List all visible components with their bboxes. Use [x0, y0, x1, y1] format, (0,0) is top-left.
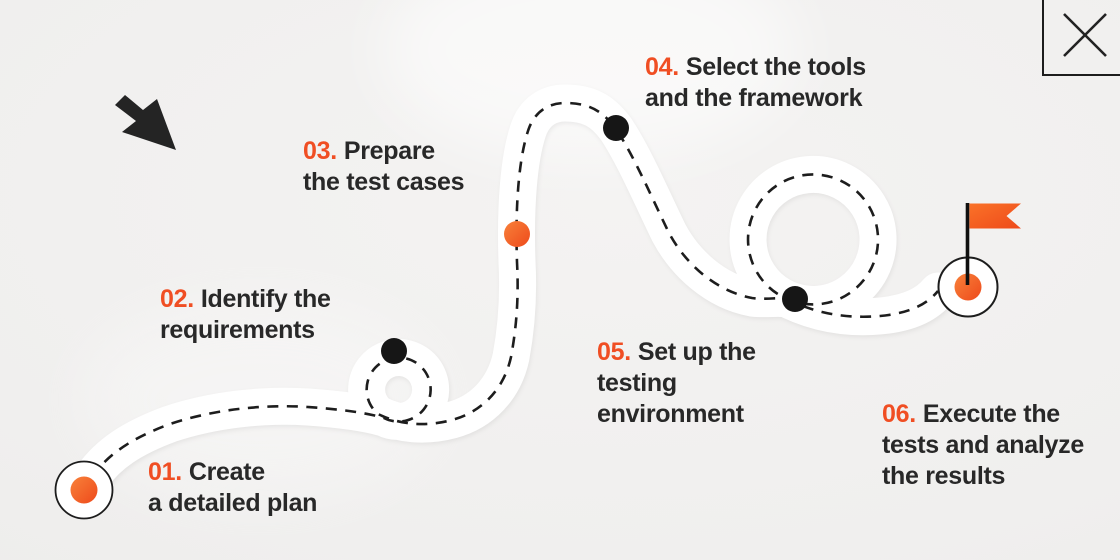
step-label-04: 04.Select the tools and the framework	[645, 52, 866, 114]
step-text: Execute the	[922, 400, 1060, 428]
step-text: and the framework	[645, 84, 863, 112]
step-number: 04.	[645, 53, 679, 81]
close-button[interactable]	[1042, 0, 1120, 76]
step-line: requirements	[160, 315, 331, 346]
step-text: testing	[597, 369, 677, 397]
step-text: requirements	[160, 316, 315, 344]
close-icon	[1063, 13, 1107, 57]
start-marker-dot	[70, 476, 98, 504]
step-text: Prepare	[343, 137, 435, 165]
step-text: a detailed plan	[148, 489, 318, 517]
step-line: 02.Identify the	[160, 284, 331, 315]
step-text: Set up the	[637, 338, 756, 366]
step-text: Select the tools	[685, 53, 866, 81]
step-label-01: 01.Create a detailed plan	[148, 457, 317, 519]
step-text: Identify the	[200, 285, 331, 313]
step-line: 06.Execute the	[882, 399, 1084, 430]
step-dot-02	[381, 338, 407, 364]
step-line: testing	[597, 368, 756, 399]
step-line: tests and analyze	[882, 430, 1084, 461]
step-text: tests and analyze	[882, 431, 1084, 459]
finish-flag-icon	[969, 203, 1021, 229]
step-number: 05.	[597, 338, 631, 366]
step-text: Create	[188, 458, 265, 486]
step-dot-04	[603, 115, 629, 141]
finish-marker-dot	[954, 273, 982, 301]
step-label-03: 03.Prepare the test cases	[303, 136, 464, 198]
step-line: 03.Prepare	[303, 136, 464, 167]
road-path	[73, 84, 957, 496]
step-label-02: 02.Identify the requirements	[160, 284, 331, 346]
step-number: 06.	[882, 400, 916, 428]
step-text: the test cases	[303, 168, 465, 196]
step-dot-05	[782, 286, 808, 312]
step-line: 01.Create	[148, 457, 317, 488]
step-text: environment	[597, 400, 744, 428]
step-label-05: 05.Set up the testing environment	[597, 337, 756, 430]
step-line: 04.Select the tools	[645, 52, 866, 83]
step-text: the results	[882, 462, 1006, 490]
step-number: 03.	[303, 137, 337, 165]
step-line: a detailed plan	[148, 488, 317, 519]
step-dot-03	[504, 221, 530, 247]
step-line: the results	[882, 461, 1084, 492]
step-number: 01.	[148, 458, 182, 486]
step-number: 02.	[160, 285, 194, 313]
step-label-06: 06.Execute the tests and analyze the res…	[882, 399, 1084, 492]
step-line: 05.Set up the	[597, 337, 756, 368]
cursor-arrow-icon	[115, 95, 176, 150]
step-line: the test cases	[303, 167, 464, 198]
step-line: and the framework	[645, 83, 866, 114]
step-line: environment	[597, 399, 756, 430]
